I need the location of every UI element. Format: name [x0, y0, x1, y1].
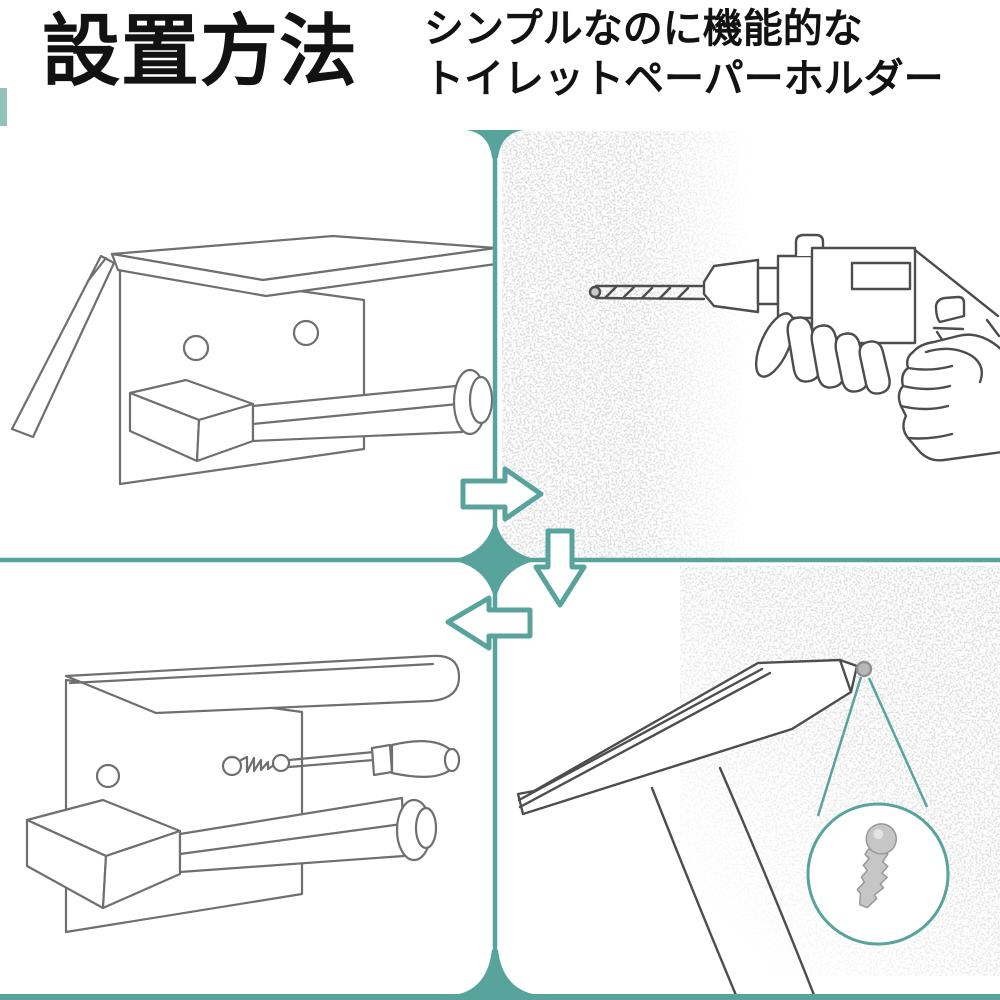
- arrow-down-icon: [533, 528, 587, 608]
- drill-vent: [850, 261, 912, 291]
- mounting-hole-left: [182, 334, 210, 362]
- hammer-illustration: [516, 658, 873, 1000]
- drill-hole-point: [588, 285, 602, 299]
- page-title: 設置方法: [42, 7, 359, 97]
- right-hand: [897, 333, 1000, 462]
- subtitle-line1: シンプルなのに機能的な: [424, 6, 863, 52]
- anchor-in-wall: [855, 660, 873, 678]
- screwdriver-shaft: [287, 750, 376, 769]
- subtitle-line2: トイレットペーパーホルダー: [424, 56, 944, 103]
- arrow-left-icon: [445, 595, 533, 651]
- center-diamond-icon: [451, 518, 539, 602]
- mounting-hole-right: [292, 319, 320, 347]
- left-hand: [754, 312, 891, 395]
- wall-speckle-texture: [502, 131, 752, 559]
- arrow-right-icon: [460, 466, 544, 522]
- hammer-handle: [650, 766, 818, 1000]
- step2-panel-drill-wall: [502, 131, 1000, 559]
- packing-strip: [10, 254, 116, 439]
- step3-panel-screw-holder: [25, 654, 461, 934]
- holder-mounting-illustration: [25, 654, 461, 934]
- holder-shelf: [64, 654, 461, 715]
- divider-bottom-flare: [454, 950, 538, 995]
- drill-bit: [594, 284, 706, 301]
- wall-anchor-detail: [856, 823, 898, 909]
- divider-top-flare: [466, 130, 524, 158]
- electric-drill-illustration: [588, 233, 1000, 462]
- screw: [221, 753, 291, 777]
- zoom-callout-lines: [816, 676, 929, 817]
- drill-chuck: [702, 258, 760, 314]
- step4-panel-hammer-anchor: [516, 566, 1000, 1000]
- screwdriver-illustration: [287, 740, 461, 778]
- teal-accent-bar: [0, 88, 7, 126]
- mounting-hole: [95, 763, 121, 789]
- drill-trigger: [934, 295, 966, 324]
- page-subtitle: シンプルなのに機能的な トイレットペーパーホルダー: [424, 4, 944, 105]
